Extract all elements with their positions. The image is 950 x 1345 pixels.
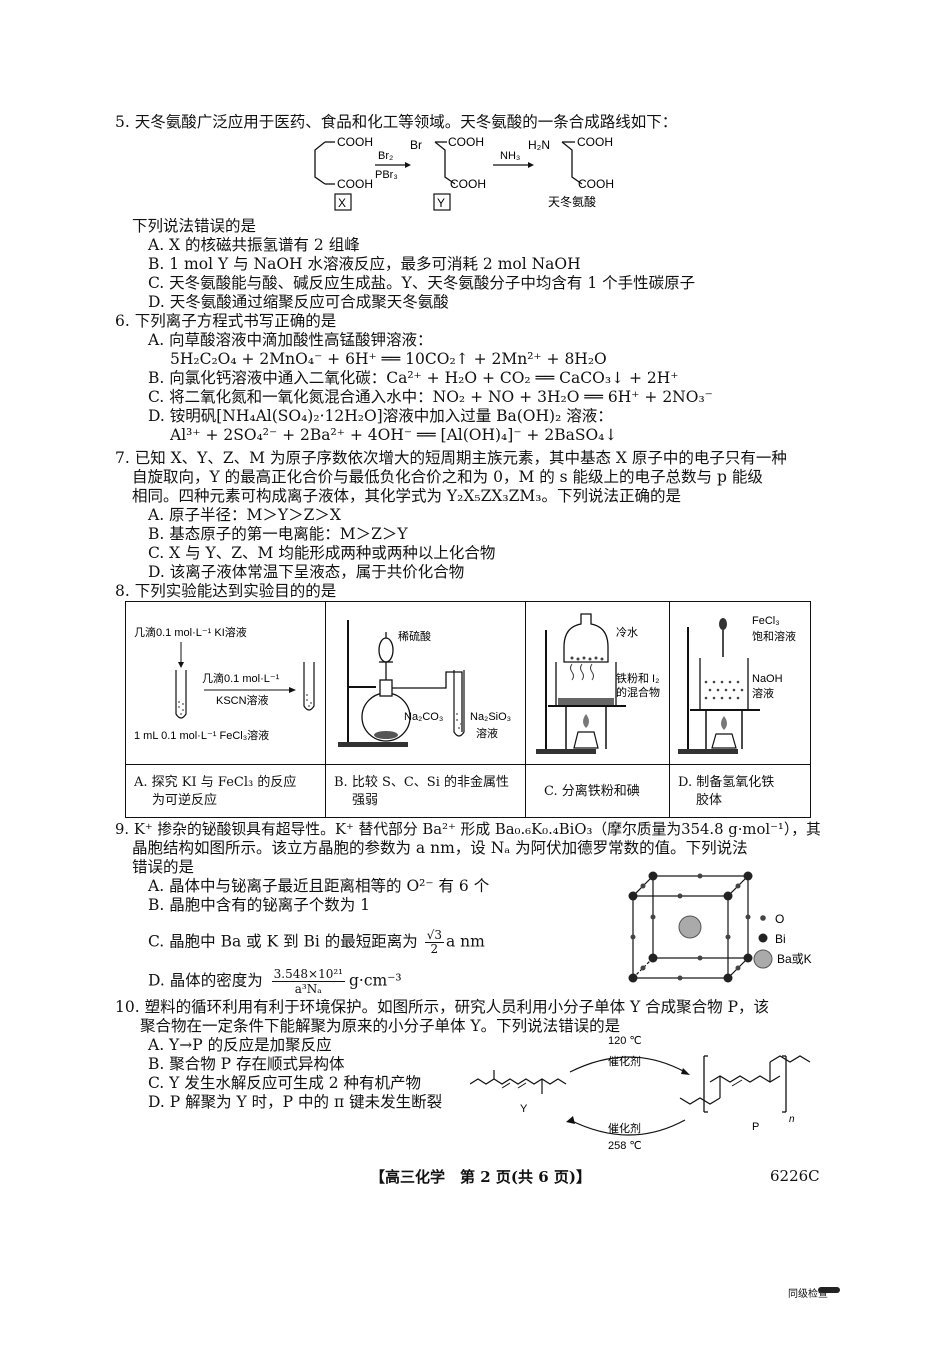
q10-stem-line-1: 10. 塑料的循环利用有利于环境保护。如图所示，研究人员利用小分子单体 Y 合成… <box>115 998 770 1016</box>
c-label-mixture-2: 的混合物 <box>616 685 660 699</box>
q10-option-c: C. Y 发生水解反应可生成 2 种有机产物 <box>148 1074 422 1092</box>
d-label-saturated: 饱和溶液 <box>752 629 796 643</box>
q10-stem-line-2: 聚合物在一定条件下能解聚为原来的小分子单体 Y。下列说法错误的是 <box>140 1017 621 1035</box>
a-label-kscn-conc: 几滴0.1 mol·L⁻¹ <box>202 671 280 685</box>
label-y: Y <box>437 196 445 210</box>
catalyst-bottom: 催化剂 <box>608 1121 641 1135</box>
caption-a: A. 探究 KI 与 FeCl₃ 的反应为可逆反应 <box>134 775 297 808</box>
caption-b: B. 比较 S、C、Si 的非金属性强弱 <box>334 775 509 808</box>
q7-option-a: A. 原子半径：M＞Y＞Z＞X <box>148 506 341 524</box>
product-cooh-bottom: COOH <box>578 177 614 191</box>
experiment-a-figure: 几滴0.1 mol·L⁻¹ KI溶液 几滴0.1 mol·L⁻¹ KSCN溶液 … <box>134 625 315 742</box>
q10-option-d: D. P 解聚为 Y 时，P 中的 π 键未发生断裂 <box>148 1093 443 1111</box>
q7-option-c: C. X 与 Y、Z、M 均能形成两种或两种以上化合物 <box>148 544 496 562</box>
q6-option-c: C. 将二氧化氮和一氧化氮混合通入水中：NO₂ + NO + 3H₂O ══ 6… <box>148 388 713 406</box>
label-n: n <box>789 1114 795 1125</box>
q10-option-a: A. Y→P 的反应是加聚反应 <box>148 1036 332 1054</box>
label-polymer-p: P <box>752 1121 759 1133</box>
q9-stem-line-2: 晶胞结构如图所示。该立方晶胞的参数为 a nm，设 Nₐ 为阿伏加德罗常数的值。… <box>132 839 748 857</box>
q7-option-d: D. 该离子液体常温下呈液态，属于共价化合物 <box>148 563 465 581</box>
y-cooh-bottom: COOH <box>450 177 486 191</box>
q9-option-a: A. 晶体中与铋离子最近且距离相等的 O²⁻ 有 6 个 <box>148 877 490 895</box>
y-br: Br <box>410 138 422 152</box>
q6-option-d: D. 铵明矾[NH₄Al(SO₄)₂·12H₂O]溶液中加入过量 Ba(OH)₂… <box>148 407 613 425</box>
q5-option-a: A. X 的核磁共振氢谱有 2 组峰 <box>148 236 360 254</box>
q9-option-c: C. 晶胞中 Ba 或 K 到 Bi 的最短距离为 √3 2 a nm <box>148 928 485 956</box>
catalyst-top: 催化剂 <box>608 1054 641 1068</box>
corner-mark: 同级检查 <box>788 1289 828 1300</box>
q5-option-d: D. 天冬氨酸通过缩聚反应可合成聚天冬氨酸 <box>148 293 449 311</box>
q7-stem-line-1: 7. 已知 X、Y、Z、M 为原子序数依次增大的短周期主族元素，其中基态 X 原… <box>115 449 787 467</box>
q6-option-d-equation: Al³⁺ + 2SO₄²⁻ + 2Ba²⁺ + 4OH⁻ ══ [Al(OH)₄… <box>170 426 618 444</box>
b-label-solution: 溶液 <box>476 726 498 740</box>
label-monomer-y: Y <box>520 1103 528 1115</box>
c-label-cold-water: 冷水 <box>616 626 638 639</box>
q5-option-b: B. 1 mol Y 与 NaOH 水溶液反应，最多可消耗 2 mol NaOH <box>148 255 581 273</box>
d-label-naoh: NaOH <box>752 673 783 685</box>
page-footer: 【高三化学 第 2 页(共 6 页)】 <box>370 1168 591 1186</box>
caption-d: D. 制备氢氧化铁胶体 <box>678 775 775 808</box>
product-h2n: H₂N <box>528 138 550 152</box>
q6-stem: 6. 下列离子方程式书写正确的是 <box>115 312 337 330</box>
q5-option-c: C. 天冬氨酸能与酸、碱反应生成盐。Y、天冬氨酸分子中均含有 1 个手性碳原子 <box>148 274 696 292</box>
q9-option-b: B. 晶胞中含有的铋离子个数为 1 <box>148 896 371 914</box>
product-cooh-top: COOH <box>577 135 613 149</box>
experiment-c-figure: 冷水 铁粉和 I₂ 的混合物 <box>536 613 660 754</box>
q5-synthesis-scheme: COOH COOH Br₂ PBr₃ Br COOH COOH NH₃ H₂N … <box>314 135 614 211</box>
q9-stem-line-3: 错误的是 <box>132 858 195 876</box>
q6-option-b: B. 向氯化钙溶液中通入二氧化碳：Ca²⁺ + H₂O + CO₂ ══ CaC… <box>148 369 679 387</box>
a-label-fecl3: 1 mL 0.1 mol·L⁻¹ FeCl₃溶液 <box>134 728 269 742</box>
c-label-mixture-1: 铁粉和 I₂ <box>616 672 659 685</box>
q8-experiment-table: 几滴0.1 mol·L⁻¹ KI溶液 几滴0.1 mol·L⁻¹ KSCN溶液 … <box>125 601 811 818</box>
y-cooh-top: COOH <box>448 135 484 149</box>
d-label-solution: 溶液 <box>752 686 774 700</box>
q7-stem-line-3: 相同。四种元素可构成离子液体，其化学式为 Y₂X₅ZX₃ZM₃。下列说法正确的是 <box>132 487 681 505</box>
paper-code: 6226C <box>770 1167 820 1185</box>
x-cooh-bottom: COOH <box>337 177 373 191</box>
a-label-kscn: KSCN溶液 <box>216 693 269 707</box>
label-aspartic-acid: 天冬氨酸 <box>548 194 596 209</box>
temp-258: 258 ℃ <box>608 1140 642 1152</box>
q9-unit-cell-diagram: O Bi Ba或K <box>628 871 812 983</box>
q10-option-b: B. 聚合物 P 存在顺式异构体 <box>148 1055 345 1073</box>
a-label-ki: 几滴0.1 mol·L⁻¹ KI溶液 <box>134 625 247 639</box>
legend-bi: Bi <box>775 932 786 946</box>
q5-stem: 5. 天冬氨酸广泛应用于医药、食品和化工等领域。天冬氨酸的一条合成路线如下： <box>115 113 678 131</box>
caption-c: C. 分离铁粉和碘 <box>544 784 640 799</box>
q6-option-a: A. 向草酸溶液中滴加酸性高锰酸钾溶液： <box>148 331 433 349</box>
q5-prompt: 下列说法错误的是 <box>132 217 257 235</box>
q9-option-d: D. 晶体的密度为 3.548×10²¹ a³Nₐ g·cm⁻³ <box>148 967 402 996</box>
reagent-br2: Br₂ <box>378 150 393 162</box>
b-label-h2so4: 稀硫酸 <box>398 629 431 643</box>
corner-bar <box>818 1287 840 1293</box>
experiment-b-figure: 稀硫酸 Na₂CO₃ Na₂SiO₃ 溶液 <box>338 620 511 747</box>
label-x: X <box>338 196 346 210</box>
b-label-na2sio3: Na₂SiO₃ <box>470 711 511 723</box>
d-label-fecl3: FeCl₃ <box>752 615 780 627</box>
q10-polymerization-scheme: 120 ℃ 催化剂 催化剂 258 ℃ Y n P <box>470 1035 811 1152</box>
q9-stem-line-1: 9. K⁺ 掺杂的铋酸钡具有超导性。K⁺ 替代部分 Ba²⁺ 形成 Ba₀.₆K… <box>115 821 821 838</box>
x-cooh-top: COOH <box>337 135 373 149</box>
experiment-d-figure: FeCl₃ 饱和溶液 NaOH 溶液 <box>678 615 796 754</box>
q7-stem-line-2: 自旋取向，Y 的最高正化合价与最低负化合价之和为 0，M 的 s 能级上的电子总… <box>132 468 763 486</box>
legend-o: O <box>775 912 784 926</box>
legend-ba-k: Ba或K <box>777 952 812 966</box>
q8-stem: 8. 下列实验能达到实验目的的是 <box>115 582 337 600</box>
temp-120: 120 ℃ <box>608 1035 642 1047</box>
reagent-pbr3: PBr₃ <box>375 169 398 181</box>
reagent-nh3: NH₃ <box>500 150 520 162</box>
q6-option-a-equation: 5H₂C₂O₄ + 2MnO₄⁻ + 6H⁺ ══ 10CO₂↑ + 2Mn²⁺… <box>170 350 607 368</box>
b-label-na2co3: Na₂CO₃ <box>404 711 443 723</box>
q7-option-b: B. 基态原子的第一电离能：M＞Z＞Y <box>148 525 408 543</box>
